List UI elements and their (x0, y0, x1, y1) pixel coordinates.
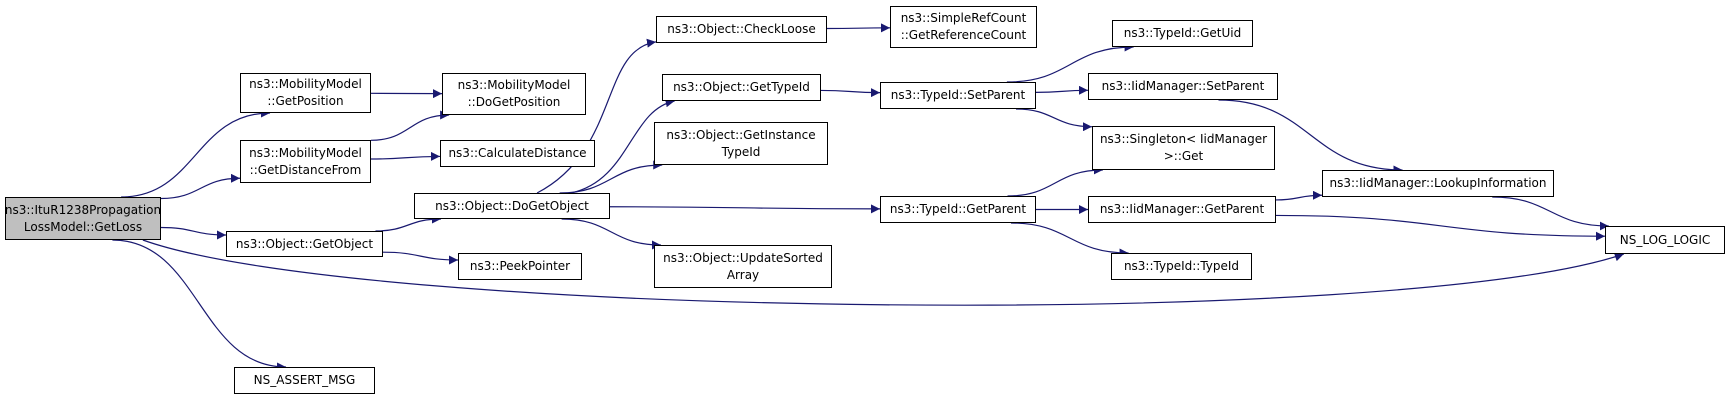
node-iid-setparent[interactable]: ns3::IidManager::SetParent (1088, 73, 1278, 100)
node-label-line: ::GetPosition (267, 94, 344, 108)
node-label-line: ns3::IidManager::SetParent (1101, 79, 1265, 93)
node-label-line: ns3::IidManager::GetParent (1099, 202, 1265, 216)
edge-layer (112, 23, 1624, 372)
edge-getloss-to-getposition (121, 108, 271, 198)
node-lookupinfo[interactable]: ns3::IidManager::LookupInformation (1322, 170, 1554, 197)
node-getposition[interactable]: ns3::MobilityModel::GetPosition (240, 73, 371, 113)
edge-getobject-to-dogetobject (375, 214, 442, 232)
node-label-line: ns3::TypeId::GetUid (1123, 26, 1242, 40)
edge-dogetobject-to-gettypeid (570, 98, 675, 194)
node-label-line: ns3::PeekPointer (469, 259, 571, 273)
node-label-line: ns3::Object::CheckLoose (667, 22, 816, 36)
node-label-line: ::GetReferenceCount (900, 28, 1027, 42)
node-label-line: LossModel::GetLoss (23, 219, 143, 234)
node-label-line: ns3::CalculateDistance (448, 146, 587, 160)
node-label-line: ns3::MobilityModel (249, 77, 362, 91)
node-label-line: ns3::TypeId::SetParent (890, 88, 1026, 102)
node-label-line: ns3::Object::DoGetObject (435, 198, 589, 213)
node-tid-setparent[interactable]: ns3::TypeId::SetParent (880, 82, 1036, 109)
node-dogetposition[interactable]: ns3::MobilityModel::DoGetPosition (442, 73, 586, 115)
node-checkloose[interactable]: ns3::Object::CheckLoose (656, 16, 827, 43)
node-peekpointer[interactable]: ns3::PeekPointer (458, 253, 582, 280)
node-label-line: ns3::Object::GetTypeId (673, 80, 810, 94)
edge-tid-getparent-to-tid-typeid (1010, 222, 1129, 258)
node-singleton-get[interactable]: ns3::Singleton< IidManager >::Get (1092, 126, 1275, 170)
edge-tid-setparent-to-iid-setparent (1035, 85, 1089, 95)
node-gettypeid[interactable]: ns3::Object::GetTypeId (662, 74, 821, 101)
node-label-line: NS_ASSERT_MSG (253, 373, 356, 387)
node-assertmsg[interactable]: NS_ASSERT_MSG (234, 367, 375, 394)
edge-dogetobject-to-checkloose (536, 38, 657, 194)
node-label-line: ns3::IidManager::LookupInformation (1329, 176, 1547, 190)
edge-iid-setparent-to-lookupinfo (1218, 99, 1403, 175)
node-label-line: ns3::Singleton< IidManager (1099, 132, 1268, 146)
edge-dogetobject-to-tid-getparent (609, 204, 881, 214)
node-label-line: Array (726, 267, 760, 282)
edge-checkloose-to-getrefcount (826, 23, 891, 33)
edge-tid-getparent-to-singleton-get (1007, 165, 1103, 197)
edge-getdistfrom-to-dogetposition (370, 110, 450, 141)
edge-tid-setparent-to-tid-getuid (1006, 42, 1134, 83)
edge-gettypeid-to-tid-setparent (820, 88, 881, 98)
node-tid-getparent[interactable]: ns3::TypeId::GetParent (880, 196, 1036, 223)
node-label-line: ns3::Object::GetObject (235, 236, 374, 251)
node-getdistfrom[interactable]: ns3::MobilityModel::GetDistanceFrom (240, 140, 371, 183)
node-label-line: ns3::TypeId::GetParent (889, 202, 1027, 216)
node-label-line: ns3::SimpleRefCount (900, 11, 1027, 25)
node-dogetobject[interactable]: ns3::Object::DoGetObject (414, 193, 610, 219)
node-getobject[interactable]: ns3::Object::GetObject (226, 231, 383, 257)
node-calcdist[interactable]: ns3::CalculateDistance (440, 140, 595, 167)
edge-getobject-to-peekpointer (382, 251, 459, 265)
node-label-line: ns3::TypeId::TypeId (1123, 259, 1240, 273)
node-label-line: ns3::Object::GetInstance (666, 127, 816, 142)
node-label-line: ns3::ItuR1238Propagation (4, 202, 162, 217)
edge-iid-getparent-to-loglogic (1275, 214, 1606, 241)
edge-getloss-to-getobject (160, 226, 227, 240)
edge-getloss-to-loglogic (142, 239, 1624, 306)
node-label-line: ns3::MobilityModel (249, 145, 362, 160)
node-loglogic[interactable]: NS_LOG_LOGIC (1605, 226, 1725, 254)
edge-getloss-to-getdistfrom (160, 173, 241, 200)
node-label-line: ns3::Object::UpdateSorted (663, 250, 823, 265)
node-label-line: NS_LOG_LOGIC (1619, 232, 1711, 247)
edge-iid-getparent-to-lookupinfo (1275, 190, 1323, 201)
node-iid-getparent[interactable]: ns3::IidManager::GetParent (1088, 196, 1276, 223)
node-getrefcount[interactable]: ns3::SimpleRefCount::GetReferenceCount (890, 6, 1037, 48)
node-label-line: >::Get (1163, 149, 1204, 163)
node-tid-getuid[interactable]: ns3::TypeId::GetUid (1112, 20, 1253, 47)
node-label-line: TypeId (721, 144, 761, 159)
node-tid-typeid[interactable]: ns3::TypeId::TypeId (1111, 253, 1252, 280)
node-label-line: ns3::MobilityModel (457, 78, 571, 92)
edge-dogetobject-to-getinsttypeid (559, 160, 663, 194)
edge-lookupinfo-to-loglogic (1492, 196, 1609, 231)
node-label-line: ::DoGetPosition (467, 95, 561, 109)
edge-getdistfrom-to-calcdist (370, 151, 441, 161)
edge-dogetobject-to-updatesorted (561, 218, 661, 250)
edge-tid-setparent-to-singleton-get (1015, 108, 1093, 132)
node-label-line: ::GetDistanceFrom (249, 162, 362, 177)
edge-getloss-to-assertmsg (112, 239, 287, 372)
